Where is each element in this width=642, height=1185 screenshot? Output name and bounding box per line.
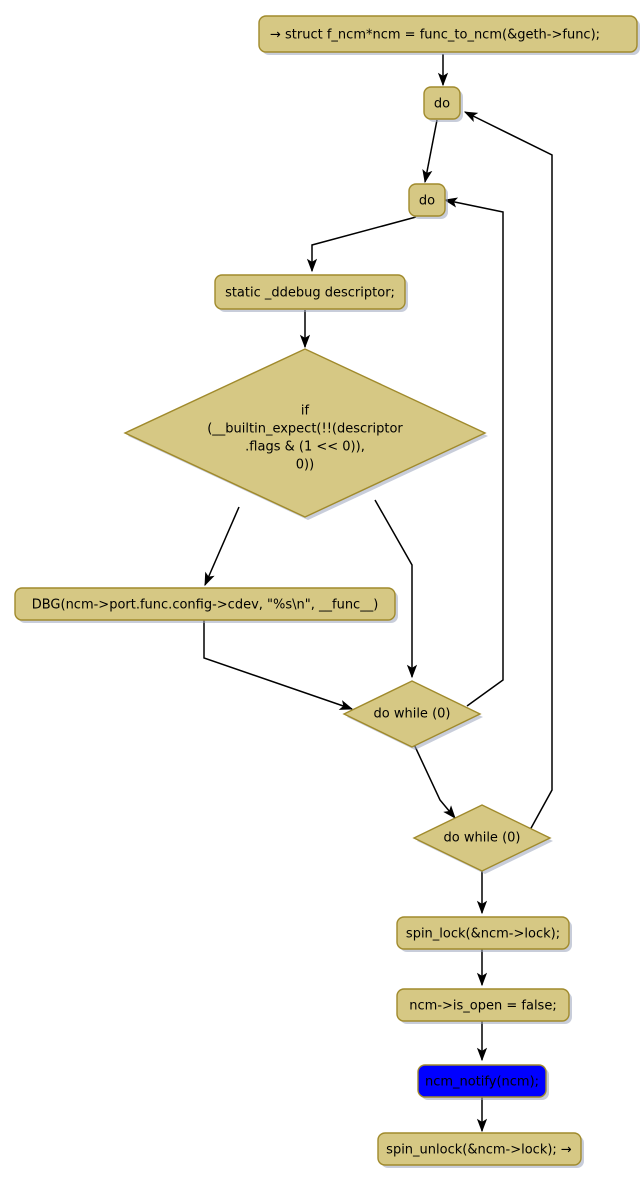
- do-outer-box: [423, 86, 461, 120]
- if-condition-diamond: [123, 348, 487, 518]
- node-if-condition[interactable]: if (__builtin_expect(!!(descriptor .flag…: [123, 348, 488, 520]
- node-descriptor-decl[interactable]: static _ddebug descriptor;: [214, 274, 408, 312]
- do-while-inner-diamond: [342, 680, 482, 748]
- ncm-notify-label: ncm_notify(ncm);: [425, 1075, 539, 1090]
- node-is-open-false[interactable]: ncm->is_open = false;: [396, 988, 572, 1024]
- is-open-false-box: [396, 988, 570, 1022]
- node-ncm-notify[interactable]: ncm_notify(ncm);: [417, 1064, 549, 1100]
- descriptor-decl-box: [214, 274, 406, 310]
- spin-lock-label: spin_lock(&ncm->lock);: [406, 927, 560, 942]
- spin-unlock-box: [377, 1132, 582, 1166]
- node-spin-unlock[interactable]: spin_unlock(&ncm->lock); →: [377, 1132, 584, 1168]
- edge-do-while-inner-back-to-do-inner: [443, 197, 504, 707]
- edge-do-while-inner-to-do-while-outer: [411, 739, 456, 819]
- do-inner-label: do: [419, 194, 435, 209]
- spin-lock-box: [396, 916, 570, 950]
- node-start-stmt[interactable]: → struct f_ncm*ncm = func_to_ncm(&geth->…: [258, 15, 640, 55]
- node-do-while-inner[interactable]: do while (0): [342, 680, 483, 750]
- do-while-inner-label: do while (0): [374, 707, 451, 722]
- spin-unlock-label: spin_unlock(&ncm->lock); →: [386, 1143, 572, 1158]
- dbg-call-box: [14, 587, 396, 621]
- edge-if-true-to-dbg: [204, 506, 240, 587]
- edge-do-inner-to-descriptor: [306, 216, 417, 273]
- if-condition-line-4: 0)): [296, 458, 314, 473]
- ncm-notify-box: [417, 1064, 547, 1098]
- start-stmt-box: [258, 15, 638, 53]
- node-do-while-outer[interactable]: do while (0): [412, 804, 553, 874]
- if-condition-line-3: .flags & (1 << 0)),: [245, 440, 365, 455]
- if-condition-line-1: if: [301, 404, 310, 419]
- node-spin-lock[interactable]: spin_lock(&ncm->lock);: [396, 916, 572, 952]
- edge-if-false-to-do-while-inner: [374, 499, 418, 679]
- node-dbg-call[interactable]: DBG(ncm->port.func.config->cdev, "%s\n",…: [14, 587, 398, 623]
- edge-do-while-outer-back-to-do-outer: [463, 111, 553, 831]
- dbg-call-label: DBG(ncm->port.func.config->cdev, "%s\n",…: [32, 598, 379, 613]
- edge-do-outer-to-do-inner: [422, 119, 438, 184]
- node-do-inner[interactable]: do: [408, 183, 448, 219]
- if-condition-line-2: (__builtin_expect(!!(descriptor: [207, 422, 403, 437]
- do-inner-box: [408, 183, 446, 217]
- edge-dbg-to-do-while-inner: [203, 619, 354, 710]
- do-while-outer-diamond: [412, 804, 552, 872]
- start-stmt-label: → struct f_ncm*ncm = func_to_ncm(&geth->…: [270, 28, 600, 43]
- is-open-false-label: ncm->is_open = false;: [409, 999, 556, 1014]
- node-do-outer[interactable]: do: [423, 86, 463, 122]
- do-outer-label: do: [434, 97, 450, 112]
- descriptor-decl-label: static _ddebug descriptor;: [225, 286, 395, 301]
- do-while-outer-label: do while (0): [444, 831, 521, 846]
- edge-layer: [203, 54, 553, 1133]
